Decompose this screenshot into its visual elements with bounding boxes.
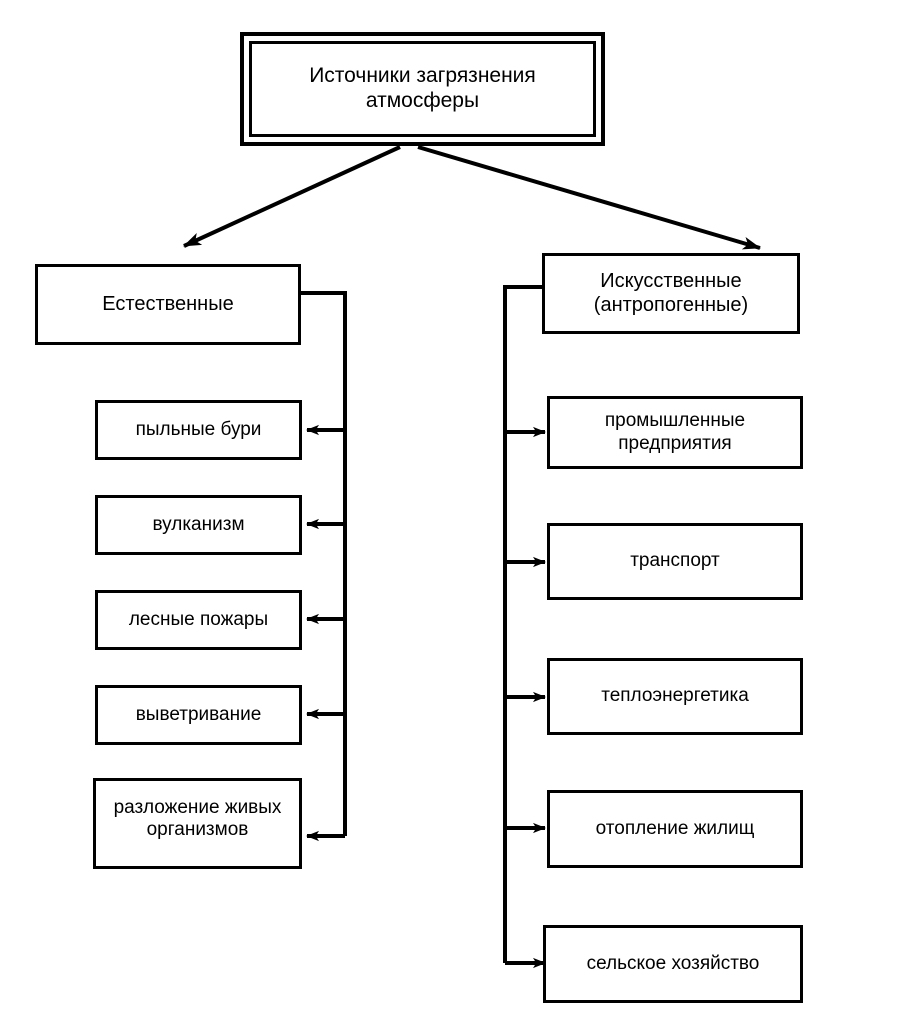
node-artificial[interactable]: Искусственные (антропогенные) [542,253,800,334]
node-natural-child-4-label: выветривание [135,703,262,725]
node-root-inner: Источники загрязнения атмосферы [249,41,596,137]
node-artificial-label: Искусственные (антропогенные) [593,269,749,316]
node-natural-child-1-label: пыльные бури [135,418,262,440]
node-natural-child-1[interactable]: пыльные бури [95,400,302,460]
node-root-label: Источники загрязнения атмосферы [309,64,536,112]
node-natural[interactable]: Естественные [35,264,301,345]
node-artificial-child-3-label: теплоэнергетика [601,685,749,707]
node-artificial-child-2[interactable]: транспорт [547,523,803,600]
node-artificial-child-1[interactable]: промышленные предприятия [547,396,803,469]
node-artificial-child-5-label: сельское хозяйство [586,952,760,974]
trunk-artificial [503,285,542,963]
node-natural-child-5[interactable]: разложение живых организмов [93,778,302,869]
node-natural-label: Естественные [102,292,234,315]
node-natural-child-2-label: вулканизм [152,513,245,535]
node-natural-child-3-label: лесные пожары [128,608,269,630]
node-root[interactable]: Источники загрязнения атмосферы [240,32,605,146]
trunk-natural [300,291,347,836]
node-natural-child-2[interactable]: вулканизм [95,495,302,555]
edge-root-to-natural [183,145,401,248]
node-natural-child-4[interactable]: выветривание [95,685,302,745]
node-artificial-child-5[interactable]: сельское хозяйство [543,925,803,1003]
node-natural-child-3[interactable]: лесные пожары [95,590,302,650]
node-artificial-child-4-label: отопление жилищ [595,817,755,839]
node-artificial-child-2-label: транспорт [630,550,720,572]
edge-root-to-artificial [417,145,761,250]
node-artificial-child-4[interactable]: отопление жилищ [547,790,803,868]
node-natural-child-5-label: разложение живых организмов [113,797,282,841]
node-artificial-child-1-label: промышленные предприятия [604,410,746,454]
node-artificial-child-3[interactable]: теплоэнергетика [547,658,803,735]
